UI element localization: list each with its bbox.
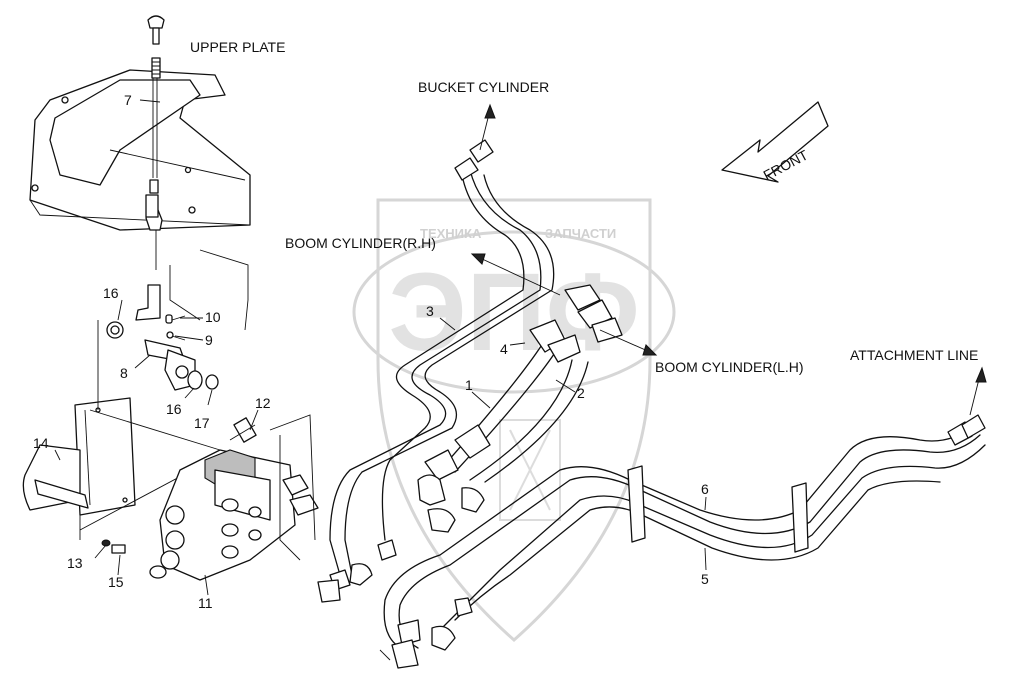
part-number-8: 8 [120,365,128,381]
boom-cylinder-rh-label: BOOM CYLINDER(R.H) [285,235,436,251]
flow-arrows [470,103,987,416]
boom-cylinder-lh-label: BOOM CYLINDER(L.H) [655,359,804,375]
attachment-line-label: ATTACHMENT LINE [850,347,978,363]
mounting-bracket [22,320,231,554]
control-valve [149,414,319,581]
front-direction-arrow: FRONT [721,101,829,183]
part-number-1: 1 [465,377,473,393]
part-number-15: 15 [108,574,124,590]
part-number-6: 6 [701,481,709,497]
part-number-16b: 16 [166,401,182,417]
part-number-17: 17 [194,415,210,431]
lever-assembly [106,284,219,391]
piping [317,139,986,669]
part-number-5: 5 [701,571,709,587]
part-number-14: 14 [33,435,49,451]
part-number-7: 7 [124,92,132,108]
upper-plate [29,69,251,331]
part-number-2: 2 [577,385,585,401]
callout-labels: UPPER PLATE BUCKET CYLINDER BOOM CYLINDE… [190,39,978,375]
watermark-logo: ЭПФ ТЕХНИКА ЗАПЧАСТИ [352,198,676,643]
part-number-4: 4 [500,341,508,357]
watermark-gear-icon [499,419,561,521]
part-number-12: 12 [255,395,271,411]
part-number-10: 10 [205,309,221,325]
part-number-3: 3 [426,303,434,319]
control-rod [145,15,165,270]
bucket-cylinder-label: BUCKET CYLINDER [418,79,549,95]
part-numbers: 7 16 10 9 8 16 17 12 14 13 15 11 3 4 1 2… [33,92,709,611]
part-number-9: 9 [205,332,213,348]
part-number-16a: 16 [103,285,119,301]
part-number-11: 11 [198,595,213,611]
watermark-top-text: ТЕХНИКА [420,226,482,241]
leader-lines [54,99,707,596]
upper-plate-label: UPPER PLATE [190,39,285,55]
watermark-right-text: ЗАПЧАСТИ [545,226,616,241]
part-number-13: 13 [67,555,83,571]
